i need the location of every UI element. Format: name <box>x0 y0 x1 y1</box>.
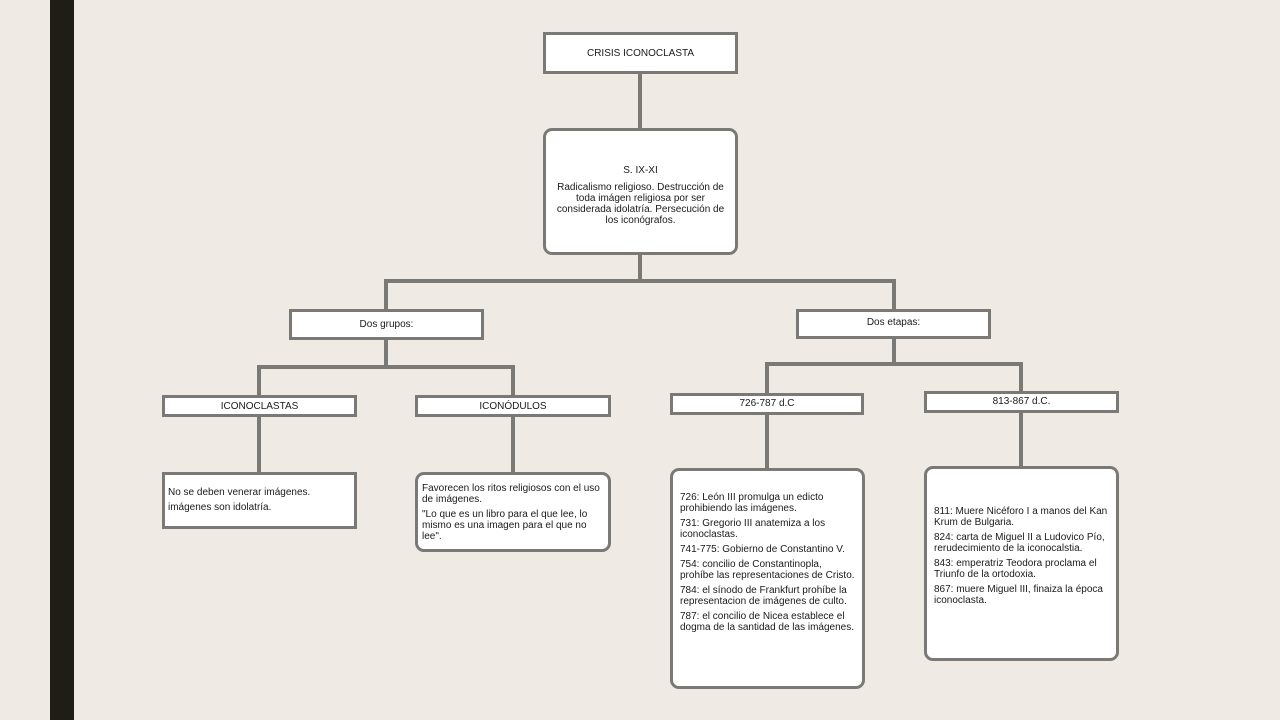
iconodulos-description-box: Favorecen los ritos religiosos con el us… <box>415 472 611 552</box>
stage2-node-box: 813-867 d.C. <box>924 391 1119 413</box>
iconoclastas-line: imágenes son idolatría. <box>168 502 272 513</box>
stage2-node-label: 813-867 d.C. <box>992 396 1051 407</box>
iconodulos-line: Favorecen los ritos religiosos con el us… <box>422 483 600 505</box>
stage2-event: 843: emperatriz Teodora proclama el Triu… <box>934 558 1097 580</box>
epoch-description: Radicalismo religioso. Destrucción de to… <box>556 182 725 226</box>
groups-node-label: Dos grupos: <box>359 319 414 330</box>
stage2-events-box: 811: Muere Nicéforo I a manos del Kan Kr… <box>924 466 1119 661</box>
stage1-event: 787: el concilio de Nicea establece el d… <box>680 611 855 633</box>
stage1-event: 726: León III promulga un edicto prohibi… <box>680 492 824 514</box>
stage1-node-label: 726-787 d.C <box>739 398 795 409</box>
epoch-period: S. IX-XI <box>623 165 658 176</box>
epoch-node-box: S. IX-XI Radicalismo religioso. Destrucc… <box>543 128 738 255</box>
stages-node-box: Dos etapas: <box>796 309 991 339</box>
iconodulos-node-box: ICONÓDULOS <box>415 395 611 417</box>
stage2-event: 867: muere Miguel III, finaiza la época … <box>934 584 1103 606</box>
iconoclastas-node-label: ICONOCLASTAS <box>220 400 299 412</box>
stage1-events-box: 726: León III promulga un edicto prohibi… <box>670 468 865 689</box>
stage2-event: 824: carta de Miguel II a Ludovico Pío, … <box>934 532 1105 554</box>
groups-node-box: Dos grupos: <box>289 309 484 340</box>
iconoclastas-description-box: No se deben venerar imágenes. imágenes s… <box>162 472 357 529</box>
stage1-event: 741-775: Gobierno de Constantino V. <box>680 544 845 555</box>
root-node-box: CRISIS ICONOCLASTA <box>543 32 738 74</box>
root-node-label: CRISIS ICONOCLASTA <box>586 47 695 59</box>
stage1-event: 784: el sínodo de Frankfurt prohíbe la r… <box>680 585 847 607</box>
stage1-event: 731: Gregorio III anatemiza a los iconoc… <box>680 518 826 540</box>
iconoclastas-line: No se deben venerar imágenes. <box>168 487 311 498</box>
iconodulos-node-label: ICONÓDULOS <box>479 400 547 412</box>
iconoclastas-node-box: ICONOCLASTAS <box>162 395 357 417</box>
iconodulos-line: "Lo que es un libro para el que lee, lo … <box>422 509 588 542</box>
stage1-node-box: 726-787 d.C <box>670 393 864 415</box>
stage1-event: 754: concilio de Constantinopla, prohíbe… <box>680 559 855 581</box>
stages-node-label: Dos etapas: <box>866 317 921 328</box>
left-accent-bar <box>50 0 74 720</box>
stage2-event: 811: Muere Nicéforo I a manos del Kan Kr… <box>934 506 1108 528</box>
